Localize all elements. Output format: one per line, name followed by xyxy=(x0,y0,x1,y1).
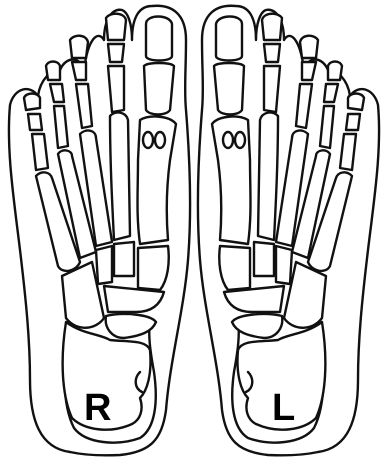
left-foot-label: L xyxy=(272,387,295,429)
right-foot-label: R xyxy=(84,387,111,429)
